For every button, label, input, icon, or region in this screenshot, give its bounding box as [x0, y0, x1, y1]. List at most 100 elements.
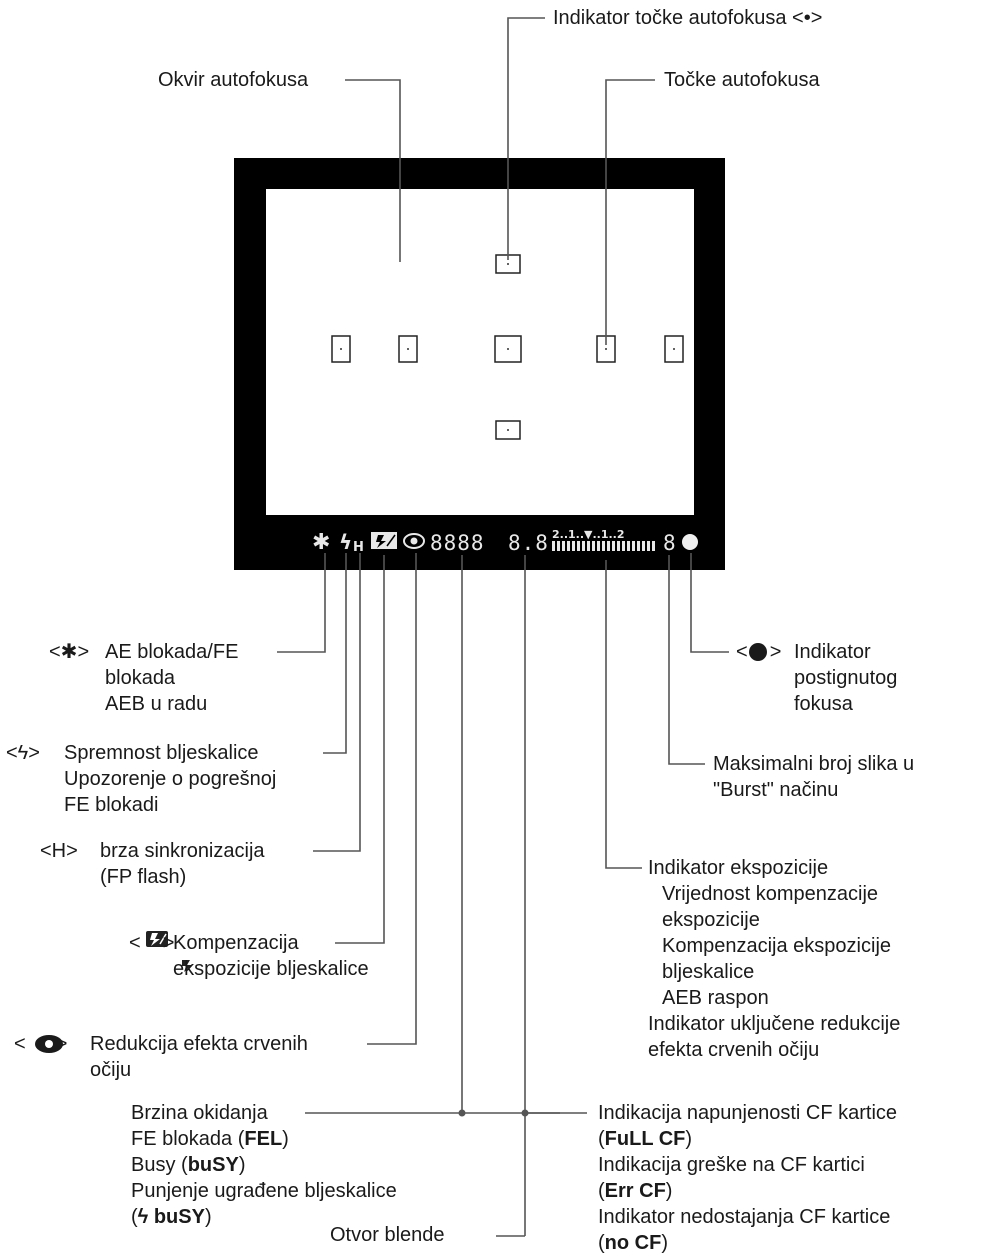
- focus-confirm-line-1: Indikator: [794, 641, 871, 663]
- scale-bar: [577, 541, 580, 551]
- leader-lines: [277, 17, 729, 1237]
- shutter-speed-label: Brzina okidanja FE blokada (FEL) Busy (b…: [131, 1100, 397, 1230]
- focus-confirm-symbol: [749, 643, 767, 661]
- exposure-title: Indikator ekspozicije: [648, 857, 829, 879]
- ae-lock-icon: ✱: [312, 530, 330, 555]
- flash-ready-label: <ϟ> Spremnost bljeskalice Upozorenje o po…: [6, 740, 276, 818]
- ae-lock-line-2: blokada: [105, 667, 176, 689]
- exposure-extra-1: Indikator uključene redukcije: [648, 1013, 901, 1035]
- scale-bar: [637, 541, 640, 551]
- aperture-label: Otvor blende: [330, 1224, 445, 1246]
- scale-bar: [597, 541, 600, 551]
- exposure-sub-3: Kompenzacija ekspozicije: [662, 935, 892, 957]
- flash-comp-line-1: Kompenzacija: [173, 932, 299, 954]
- focus-confirm-line-3: fokusa: [794, 693, 853, 715]
- scale-bar: [612, 541, 615, 551]
- cf-line-1: Indikacija napunjenosti CF kartice: [598, 1102, 898, 1124]
- flash-ready-line-1: Spremnost bljeskalice: [64, 742, 259, 764]
- max-burst-line-1: Maksimalni broj slika u: [713, 753, 915, 775]
- cf-line-6: (no CF): [598, 1232, 668, 1254]
- scale-bar: [582, 541, 585, 551]
- shutter-line-2: FE blokada (FEL): [131, 1128, 289, 1150]
- flash-comp-icon: [371, 532, 397, 549]
- scale-bar: [552, 541, 555, 551]
- af-point-left: [398, 335, 418, 363]
- max-burst-line-2: "Burst" načinu: [713, 779, 839, 801]
- red-eye-label: <> Redukcija efekta crvenih očiju: [14, 1031, 308, 1083]
- flash-comp-symbol: [146, 931, 168, 947]
- flash-ready-line-3: FE blokadi: [64, 794, 159, 816]
- flash-icon: ϟ: [339, 530, 352, 554]
- focus-confirm-icon: [682, 534, 698, 550]
- af-point-bottom: [495, 420, 521, 440]
- af-points-label: Točke autofokusa: [664, 69, 820, 91]
- red-eye-icon: [403, 533, 425, 549]
- scale-bar: [617, 541, 620, 551]
- aperture-display: 8.8: [508, 531, 549, 555]
- cf-line-2: (FuLL CF): [598, 1128, 693, 1150]
- scale-bar: [647, 541, 650, 551]
- high-speed-label: <H> brza sinkronizacija (FP flash): [40, 838, 265, 890]
- exposure-indicator-label: Indikator ekspozicije Vrijednost kompenz…: [648, 855, 900, 1063]
- junction-dot: [458, 1109, 466, 1117]
- flash-comp-line-2: ekspozicije bljeskalice: [173, 958, 369, 980]
- flash-ready-symbol: <ϟ>: [6, 742, 40, 764]
- shutter-line-4: Punjenje ugrađene bljeskalice: [131, 1180, 397, 1202]
- scale-bar: [627, 541, 630, 551]
- focus-confirm-line-2: postignutog: [794, 667, 898, 689]
- scale-bar: [642, 541, 645, 551]
- ae-lock-line-1: AE blokada/FE: [105, 641, 239, 663]
- af-point-far-left: [331, 335, 351, 363]
- scale-bar: [562, 541, 565, 551]
- high-speed-line-1: brza sinkronizacija: [100, 840, 265, 862]
- exposure-scale-bars: [552, 541, 655, 551]
- ae-lock-line-3: AEB u radu: [105, 693, 208, 715]
- scale-bar: [557, 541, 560, 551]
- exposure-sub-4: bljeskalice: [662, 961, 755, 983]
- max-burst-label: Maksimalni broj slika u "Burst" načinu: [713, 751, 914, 803]
- scale-bar: [572, 541, 575, 551]
- focus-confirm-brackets: <>: [736, 641, 782, 663]
- cf-line-5: Indikator nedostajanja CF kartice: [598, 1206, 891, 1228]
- high-speed-symbol: <H>: [40, 840, 78, 862]
- exposure-sub-1: Vrijednost kompenzacije: [662, 883, 879, 905]
- af-points: [331, 254, 684, 440]
- flash-ready-line-2: Upozorenje o pogrešnoj: [64, 768, 277, 790]
- scale-bar: [607, 541, 610, 551]
- scale-bar: [652, 541, 655, 551]
- scale-bar: [587, 541, 590, 551]
- burst-display: 8: [663, 531, 676, 555]
- flash-comp-label: <>Kompenzacija ekspozicije bljeskalice: [129, 930, 369, 982]
- focus-confirm-label: <> Indikator postignutog fokusa: [736, 639, 897, 717]
- red-eye-line-2: očiju: [90, 1059, 132, 1081]
- shutter-line-1: Brzina okidanja: [131, 1102, 268, 1124]
- cf-line-3: Indikacija greške na CF kartici: [598, 1154, 865, 1176]
- viewfinder-window: [266, 189, 694, 515]
- scale-bar: [592, 541, 595, 551]
- exposure-scale-labels: 2..1..▼..1..2: [552, 528, 625, 541]
- high-speed-line-2: (FP flash): [100, 866, 187, 888]
- cf-line-4: (Err CF): [598, 1180, 673, 1202]
- high-speed-icon: H: [353, 540, 364, 555]
- shutter-line-5: (ϟ buSY): [131, 1206, 212, 1228]
- scale-bar: [567, 541, 570, 551]
- junction-dot: [521, 1109, 529, 1117]
- red-eye-line-1: Redukcija efekta crvenih: [90, 1033, 308, 1055]
- ae-lock-symbol: <✱>: [49, 641, 90, 663]
- shutter-line-3: Busy (buSY): [131, 1154, 246, 1176]
- flash-comp-symbol-inner: [182, 960, 192, 972]
- scale-bar: [602, 541, 605, 551]
- scale-bar: [632, 541, 635, 551]
- cf-card-label: Indikacija napunjenosti CF kartice (FuLL…: [598, 1100, 897, 1256]
- ae-lock-label: <✱> AE blokada/FE blokada AEB u radu: [49, 639, 238, 717]
- exposure-extra-2: efekta crvenih očiju: [648, 1039, 820, 1061]
- af-point-indicator-label: Indikator točke autofokusa <•>: [553, 7, 823, 29]
- shutter-speed-display: 8888: [430, 531, 485, 555]
- exposure-sub-5: AEB raspon: [662, 987, 769, 1009]
- af-point-center: [494, 335, 522, 363]
- exposure-sub-2: ekspozicije: [662, 909, 760, 931]
- af-point-far-right: [664, 335, 684, 363]
- red-eye-symbol: [35, 1035, 63, 1053]
- red-eye-brackets: <>: [14, 1033, 68, 1055]
